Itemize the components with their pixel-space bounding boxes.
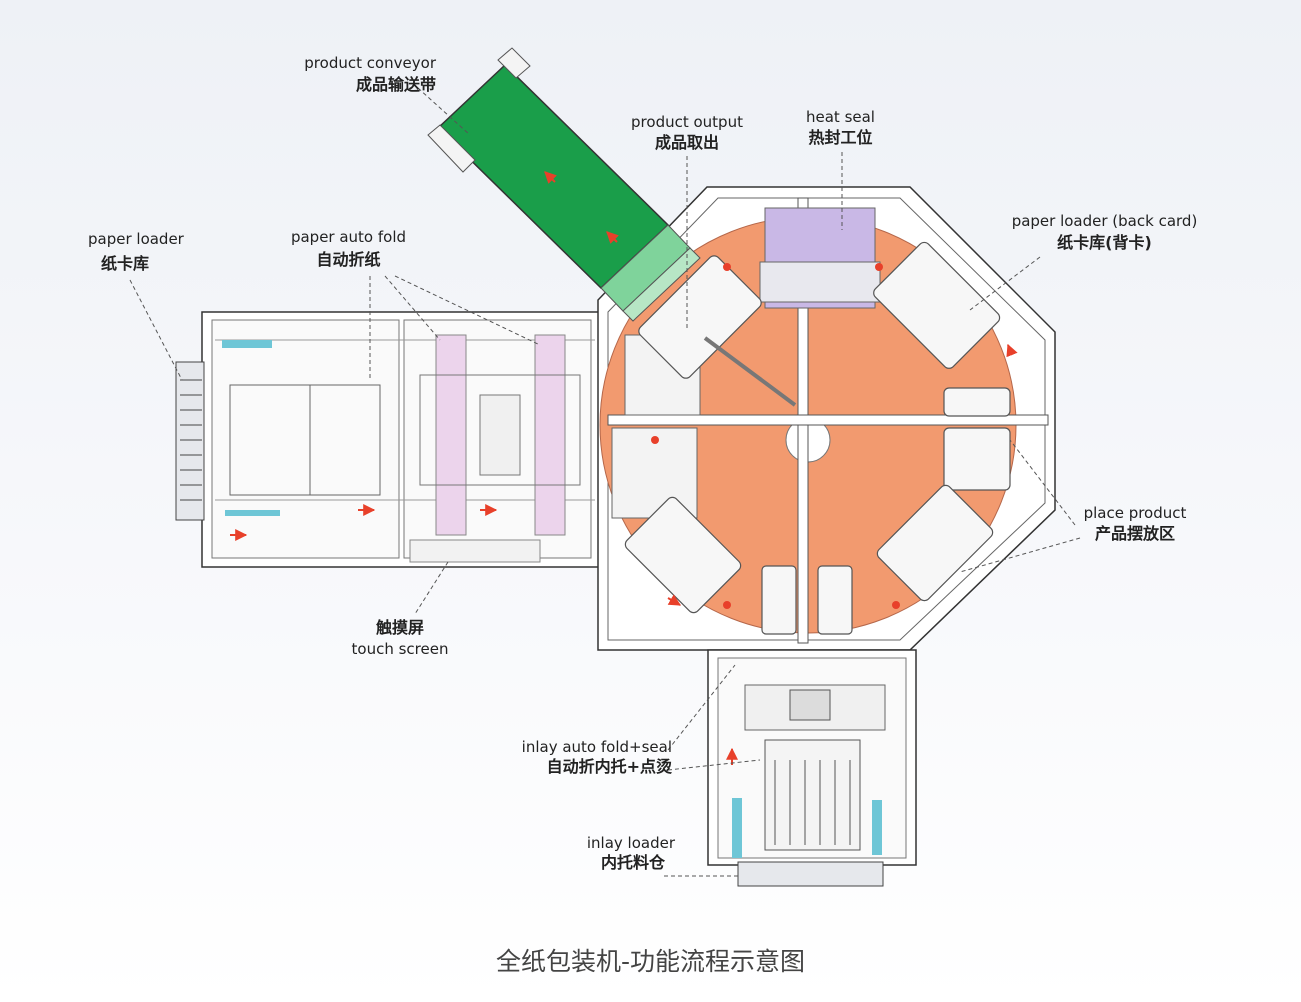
- label-cn: 热封工位: [808, 128, 873, 147]
- label-en: place product: [1083, 504, 1187, 522]
- paper-fold-machine: [175, 311, 659, 568]
- label-cn: 成品输送带: [355, 75, 436, 94]
- label-en: product output: [631, 113, 743, 131]
- label-en: paper loader: [88, 230, 184, 248]
- label-touch-screen: 触摸屏 touch screen: [340, 618, 460, 658]
- label-en: inlay auto fold+seal: [521, 738, 672, 756]
- label-cn: 内托料仓: [600, 853, 665, 872]
- label-cn: 产品摆放区: [1094, 524, 1175, 543]
- label-paper-loader: paper loader 纸卡库: [88, 230, 213, 273]
- label-en: paper loader (back card): [1011, 212, 1198, 230]
- label-cn: 自动折纸: [316, 250, 381, 269]
- diagram-caption: 全纸包装机-功能流程示意图: [495, 947, 806, 976]
- label-cn: 自动折内托+点烫: [546, 757, 672, 776]
- label-product-output: product output 成品取出: [612, 113, 762, 152]
- label-place-product: place product 产品摆放区: [1070, 504, 1200, 543]
- label-cn: 纸卡库: [101, 254, 150, 273]
- label-cn: 触摸屏: [375, 618, 424, 637]
- label-inlay-loader: inlay loader 内托料仓: [555, 834, 675, 872]
- label-inlay-auto-fold: inlay auto fold+seal 自动折内托+点烫: [482, 738, 672, 776]
- leader-lines: [129, 87, 1081, 877]
- label-en: touch screen: [351, 640, 449, 659]
- label-product-conveyor: product conveyor 成品输送带: [270, 54, 436, 94]
- label-en: paper auto fold: [290, 228, 407, 246]
- product-conveyor: [427, 47, 701, 322]
- label-cn: 成品取出: [654, 133, 719, 152]
- label-en: inlay loader: [586, 834, 675, 852]
- label-heat-seal: heat seal 热封工位: [778, 108, 903, 147]
- label-paper-auto-fold: paper auto fold 自动折纸: [276, 228, 421, 269]
- label-en: product conveyor: [304, 54, 436, 72]
- label-cn: 纸卡库(背卡): [1057, 233, 1152, 252]
- label-en: heat seal: [806, 108, 875, 126]
- label-paper-loader-back: paper loader (back card) 纸卡库(背卡): [992, 212, 1217, 252]
- inlay-fold-machine: [707, 649, 917, 887]
- rotary-station-frame: [597, 186, 1056, 651]
